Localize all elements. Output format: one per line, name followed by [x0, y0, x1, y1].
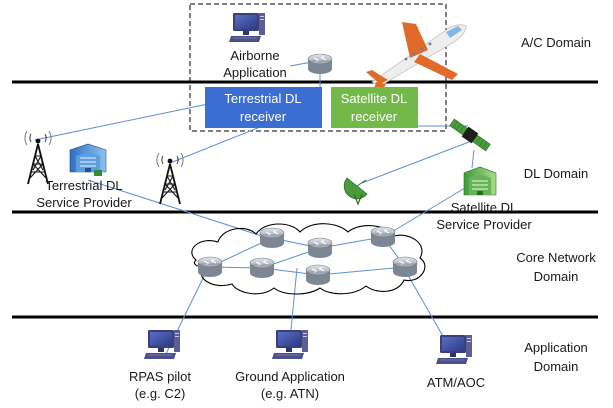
- computer-icon: [228, 12, 266, 43]
- cloud-icon: [191, 223, 426, 295]
- ground-app-label-1: Ground Application: [235, 369, 345, 384]
- terrestrial-receiver-label-1: Terrestrial DL: [224, 91, 301, 106]
- router-icon: [197, 256, 223, 278]
- rpas-pilot-label-1: RPAS pilot: [129, 369, 191, 384]
- domain-label-core-2: Domain: [534, 269, 579, 284]
- router-icon: [259, 227, 285, 249]
- satellite-provider-label-1: Satellite DL: [451, 200, 517, 215]
- router-icon: [370, 226, 396, 248]
- airplane-icon: [366, 22, 467, 96]
- airborne-app-label-2: Application: [223, 65, 287, 80]
- airborne-app-label-1: Airborne: [230, 48, 279, 63]
- satellite-receiver-label-1: Satellite DL: [341, 91, 407, 106]
- router-icon: [305, 264, 331, 286]
- computer-icon: [143, 329, 181, 360]
- satellite-receiver-label-2: receiver: [351, 109, 398, 124]
- domain-label-app-1: Application: [524, 340, 588, 355]
- computer-icon: [271, 329, 309, 360]
- domain-label-ac: A/C Domain: [521, 35, 591, 50]
- radio-tower-icon: [159, 157, 181, 205]
- building-server-icon: [463, 166, 497, 196]
- ground-app-label-2: (e.g. ATN): [261, 386, 319, 401]
- terrestrial-provider-label-1: Terrestrial DL: [45, 178, 122, 193]
- domain-label-app-2: Domain: [534, 359, 579, 374]
- satellite-dl-receiver: [331, 87, 418, 128]
- domain-label-dl: DL Domain: [524, 166, 589, 181]
- terrestrial-dl-receiver: [205, 87, 322, 128]
- router-icon: [392, 256, 418, 278]
- satellite-dish-icon: [343, 177, 368, 206]
- satellite-provider-label-2: Service Provider: [436, 217, 532, 232]
- router-icon: [307, 53, 333, 75]
- aircraft-region: [189, 3, 447, 132]
- computer-icon: [435, 334, 473, 365]
- terrestrial-provider-label-2: Service Provider: [36, 195, 132, 210]
- building-server-icon: [69, 143, 107, 176]
- atm-aoc-label: ATM/AOC: [427, 375, 485, 390]
- domain-label-core-1: Core Network: [516, 250, 596, 265]
- satellite-icon: [449, 118, 491, 152]
- router-icon: [307, 237, 333, 259]
- rpas-pilot-label-2: (e.g. C2): [135, 386, 186, 401]
- router-icon: [249, 257, 275, 279]
- terrestrial-receiver-label-2: receiver: [240, 109, 287, 124]
